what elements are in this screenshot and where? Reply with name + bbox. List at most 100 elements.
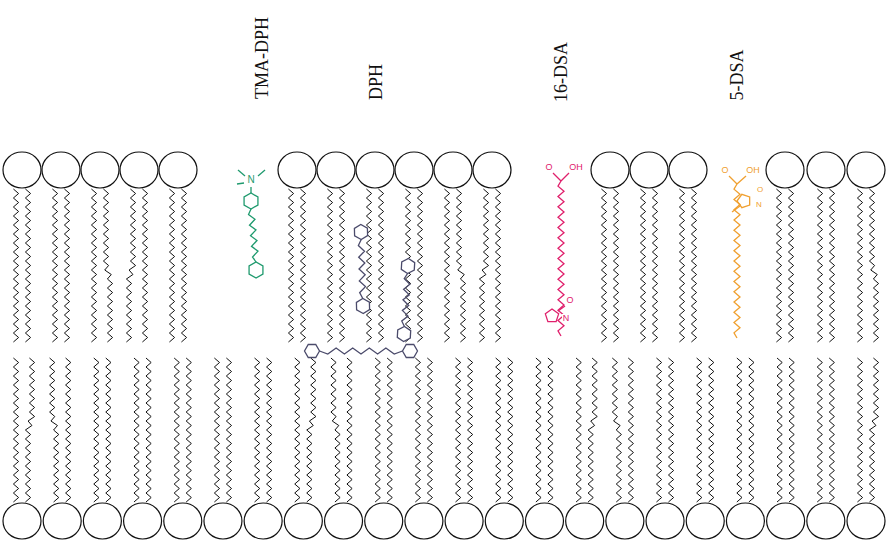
fatty-tail [789, 358, 794, 502]
fatty-tail [869, 358, 878, 502]
fatty-tail [300, 189, 305, 342]
lipid [204, 358, 242, 539]
lipid [159, 152, 197, 342]
fatty-tail [817, 358, 822, 502]
lipid [606, 358, 644, 539]
fatty-tail [869, 189, 878, 342]
polar-head [669, 152, 707, 188]
atom-symbol: N [755, 201, 763, 209]
fatty-tail [387, 358, 392, 502]
polar-head [686, 503, 724, 539]
polar-head [630, 152, 668, 188]
polar-head [43, 503, 81, 539]
fatty-tail [146, 358, 151, 502]
polar-head [159, 152, 197, 188]
methyl-bond [238, 170, 245, 176]
lipid [278, 152, 316, 342]
polar-head [278, 152, 316, 188]
polar-head [81, 152, 119, 188]
methyl-bond [732, 206, 740, 212]
polar-head [356, 152, 394, 188]
probe-name: 16-DSA [552, 42, 570, 102]
polar-head [767, 503, 805, 539]
lipid [847, 358, 885, 539]
fatty-tail [776, 189, 781, 342]
lipid [395, 152, 433, 342]
polar-head [566, 503, 604, 539]
fatty-tail [777, 358, 782, 502]
fatty-tail [347, 358, 352, 502]
16-dsa-molecule [545, 173, 569, 336]
doxyl-ring [545, 309, 558, 322]
benzene-ring [244, 193, 258, 209]
fatty-tail [613, 189, 618, 342]
fatty-tail [455, 358, 460, 502]
carbonyl-bond [553, 173, 561, 181]
fatty-tail [366, 189, 371, 342]
lipid-layer [3, 152, 885, 539]
fatty-tail [691, 189, 696, 342]
benzene-ring [249, 262, 263, 278]
benzene-ring [401, 259, 414, 274]
polar-head [405, 503, 443, 539]
fatty-tail [656, 358, 661, 502]
polar-head [164, 503, 202, 539]
fatty-tail [106, 358, 111, 502]
doxyl-ring [737, 194, 750, 207]
polar-head [42, 152, 80, 188]
polar-head [445, 503, 483, 539]
atom-symbol: N [562, 314, 571, 323]
lipid [317, 152, 355, 342]
lipid [120, 152, 158, 342]
lipid [473, 152, 511, 342]
fatty-tail [495, 189, 500, 342]
fatty-tail [339, 189, 344, 342]
lipid [124, 358, 162, 539]
tma-dph-molecule [237, 170, 265, 278]
fatty-tail [709, 358, 714, 502]
polar-head [807, 503, 845, 539]
lipid [43, 358, 81, 539]
atom-symbol: O [720, 166, 729, 175]
fatty-tail [427, 358, 432, 502]
fatty-tail [612, 358, 621, 502]
5-dsa-molecule [729, 176, 750, 338]
lipid [81, 152, 119, 342]
fatty-tail [169, 189, 174, 342]
fatty-tail [668, 358, 673, 502]
fatty-tail [255, 358, 260, 502]
fatty-tail [142, 189, 147, 342]
fatty-tail [174, 358, 179, 502]
fatty-tail [267, 358, 272, 502]
carbonyl-bond [729, 176, 737, 184]
lipid [525, 358, 563, 539]
fatty-tail [697, 358, 702, 502]
fatty-tail [134, 358, 139, 502]
polar-head [3, 152, 41, 188]
fatty-tail [64, 189, 69, 342]
benzene-ring [354, 225, 367, 240]
fatty-tail [829, 358, 834, 502]
fatty-tail [652, 189, 657, 342]
polyene-chain [402, 273, 410, 326]
lipid [244, 358, 282, 539]
polar-head [204, 503, 242, 539]
polar-head [434, 152, 472, 188]
atom-symbol: OH [568, 163, 584, 172]
fatty-tail [640, 189, 645, 342]
lipid [3, 358, 41, 539]
atom-symbol: O [565, 296, 574, 305]
lipid [807, 358, 845, 539]
lipid [669, 152, 707, 342]
bond [250, 187, 251, 193]
lipid [646, 358, 684, 539]
fatty-tail [444, 189, 449, 342]
fatty-tail [295, 358, 300, 502]
fatty-tail [479, 189, 488, 342]
polar-head [3, 503, 41, 539]
hydroxyl-bond [737, 176, 746, 184]
fatty-tail [91, 189, 96, 342]
benzene-ring [305, 345, 320, 358]
fatty-tail [508, 358, 513, 502]
